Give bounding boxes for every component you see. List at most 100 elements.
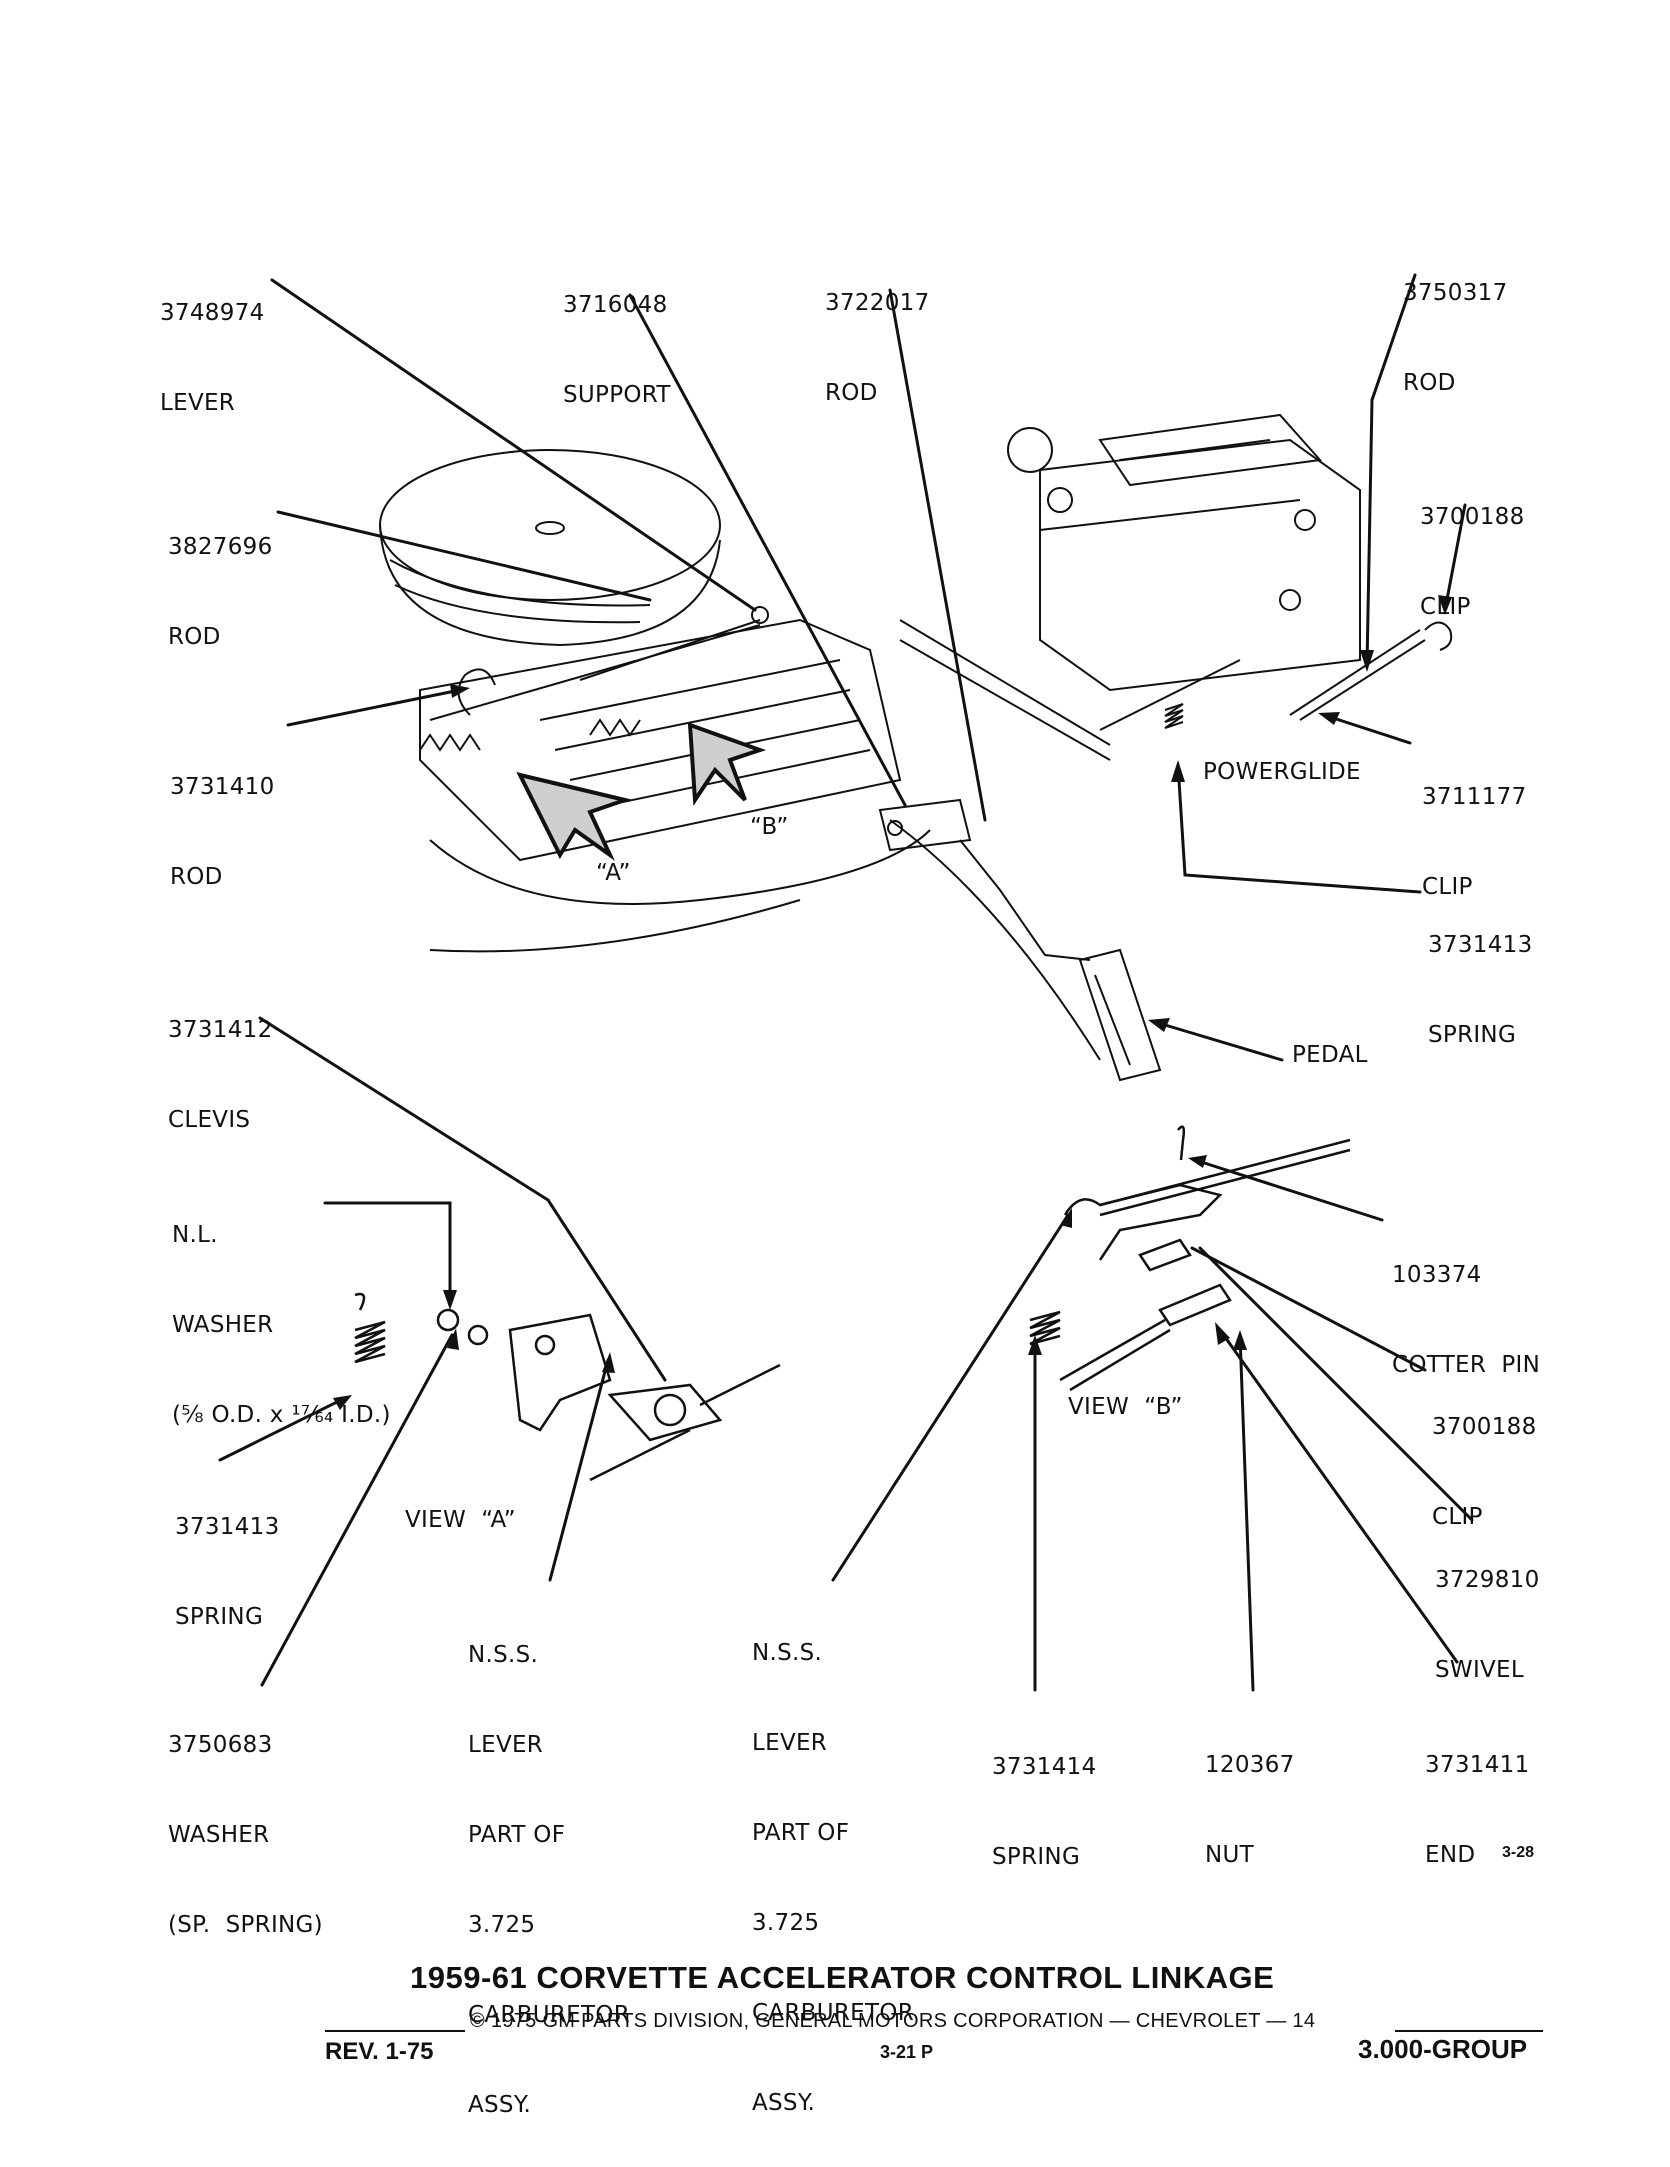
part-number: 3731413 (175, 1514, 280, 1540)
washer-line1: N.L. (172, 1222, 218, 1248)
part-name: CLIP (1422, 874, 1473, 900)
nss-line: PART OF (468, 1822, 566, 1848)
view-a-spring (354, 1292, 386, 1364)
leader-washer-nl (323, 1201, 452, 1302)
nss-line: 3.725 (468, 1912, 536, 1938)
part-number: 120367 (1205, 1752, 1295, 1778)
group-number: 3.000-GROUP (1358, 2034, 1528, 2064)
figure-number: 3-28 (1502, 1844, 1535, 1861)
label-powerglide: POWERGLIDE (1203, 759, 1361, 785)
leader-clip-3700188-top (1443, 503, 1467, 612)
view-arrow-b (687, 722, 767, 807)
callout-rod-3731410: 3731410 ROD (170, 712, 275, 922)
spring-top-mid (589, 718, 641, 737)
callout-nss-lever-b: N.S.S. LEVER PART OF 3.725 CARBURETOR AS… (752, 1578, 914, 2148)
part-number: 3827696 (168, 534, 273, 560)
callout-rod-3750317: 3750317 ROD (1403, 218, 1508, 428)
leader-swivel-3729810 (1198, 1246, 1474, 1522)
leader-rod-3750317 (1370, 273, 1417, 402)
nss-line: ASSY. (752, 2090, 816, 2116)
view-b-cotter-pin (1177, 1125, 1186, 1161)
arrowhead-rod-3750317 (1360, 650, 1374, 672)
part-name: COTTER PIN (1392, 1352, 1541, 1378)
view-arrow-a (516, 772, 633, 862)
callout-lever-3748974: 3748974 LEVER (160, 238, 265, 448)
nss-line: CARBURETOR (468, 2002, 631, 2028)
part-number: 3731412 (168, 1017, 273, 1043)
part-name: CLIP (1432, 1504, 1483, 1530)
view-a-clevis (607, 1383, 723, 1442)
view-a-lever (508, 1313, 612, 1432)
revision: REV. 1-75 (325, 2038, 434, 2065)
callout-nut-120367: 120367 NUT (1205, 1690, 1295, 1900)
pedal (1078, 948, 1162, 1082)
view-b-spring (1029, 1310, 1061, 1346)
leader-rod-3731410 (286, 688, 462, 727)
view-b-swivel (1138, 1238, 1192, 1272)
support-bracket (878, 798, 972, 852)
leader-clevis-3731412b (546, 1198, 667, 1382)
carburetor-body (1039, 438, 1361, 692)
arrowhead-nut (1233, 1330, 1247, 1350)
nss-line: PART OF (752, 1820, 850, 1846)
arrowhead-end (1215, 1322, 1230, 1345)
arrowhead-rod-3731410 (450, 684, 470, 698)
arrowhead-spring-3731413-top (1171, 760, 1185, 782)
part-number: 3722017 (825, 290, 930, 316)
leader-clip-3700188-bottom (1190, 1246, 1427, 1372)
callout-end-3731411: 3731411 END (1425, 1690, 1530, 1900)
callout-spring-3731413-bottom: 3731413 SPRING (175, 1452, 280, 1662)
part-name: ROD (825, 380, 878, 406)
callout-washer-3750683: 3750683 WASHER (SP. SPRING) (168, 1670, 323, 1970)
part-number: 3700188 (1432, 1414, 1537, 1440)
callout-nss-lever-a: N.S.S. LEVER PART OF 3.725 CARBURETOR AS… (468, 1580, 630, 2150)
leader-end-3731411 (1218, 1328, 1459, 1664)
part-number: 3729810 (1435, 1567, 1540, 1593)
arrowhead-clip-3711177 (1318, 712, 1340, 725)
label-arrow-b: “B” (750, 814, 789, 840)
label-view-b: VIEW “B” (1068, 1394, 1183, 1420)
arrowhead-pedal (1148, 1018, 1170, 1032)
part-number: 103374 (1392, 1262, 1482, 1288)
part-name: WASHER (168, 1822, 270, 1848)
arrowhead-washer-nl (443, 1290, 457, 1310)
callout-rod-3722017: 3722017 ROD (825, 228, 930, 438)
arrowhead-washer-3750683 (447, 1328, 459, 1350)
leader-clip-3711177 (1328, 715, 1412, 745)
nss-line: CARBURETOR (752, 2000, 915, 2026)
callout-cotter-pin-103374: 103374 COTTER PIN (1392, 1200, 1540, 1410)
callout-rod-3827696: 3827696 ROD (168, 472, 273, 682)
pedal-rod (959, 839, 1091, 961)
leader-rod-3827696 (276, 510, 652, 602)
callout-spring-3731413-top: 3731413 SPRING (1428, 870, 1533, 1080)
part-number: 3731411 (1425, 1752, 1530, 1778)
part-number: 3750317 (1403, 280, 1508, 306)
leader-clevis-3731412 (258, 1016, 550, 1202)
washer-line3: (⅝ O.D. x ¹⁷⁄₆₄ I.D.) (172, 1402, 391, 1428)
view-a-nl-washer (436, 1308, 460, 1332)
callout-clip-3711177: 3711177 CLIP (1422, 722, 1527, 932)
powerglide-spring (1164, 703, 1184, 729)
part-name: SPRING (175, 1604, 264, 1630)
part-number: 3750683 (168, 1732, 273, 1758)
callout-clip-3700188-top: 3700188 CLIP (1420, 442, 1525, 652)
leader-lever-3748974 (270, 278, 757, 612)
nss-line: 3.725 (752, 1910, 820, 1936)
leader-cotter-pin (1193, 1158, 1384, 1222)
part-name: SPRING (992, 1844, 1081, 1870)
leader-rod-3722017 (888, 288, 987, 822)
footer-rule-left (325, 2030, 465, 2032)
arrowhead-spring-3731414 (1028, 1335, 1042, 1355)
view-b-lever (1063, 1183, 1223, 1261)
part-name: LEVER (160, 390, 236, 416)
part-name: CLEVIS (168, 1107, 251, 1133)
part-number: 3716048 (563, 292, 668, 318)
part-number: 3748974 (160, 300, 265, 326)
part-name: ROD (170, 864, 223, 890)
leader-nss-lever-b (831, 1213, 1070, 1582)
part-name: SPRING (1428, 1022, 1517, 1048)
nss-line: LEVER (752, 1730, 828, 1756)
part-number: 3731413 (1428, 932, 1533, 958)
part-name: ROD (1403, 370, 1456, 396)
